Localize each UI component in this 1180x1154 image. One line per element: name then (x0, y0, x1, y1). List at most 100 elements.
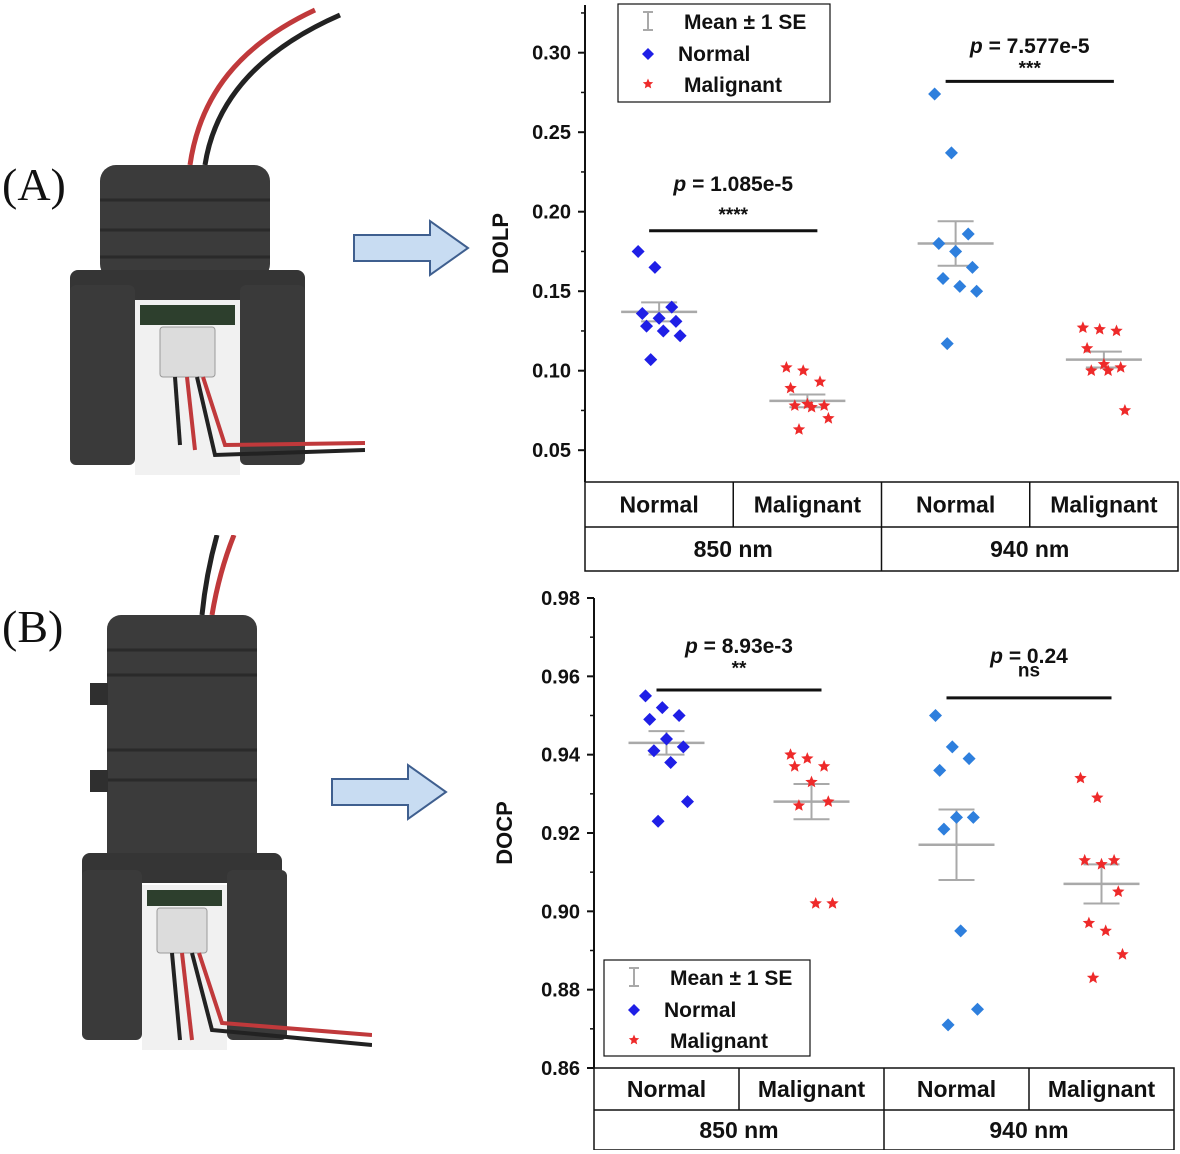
panel-label-b: (B) (2, 601, 64, 652)
data-point-malignant (780, 361, 793, 373)
y-tick-label: 0.88 (541, 980, 580, 1002)
category-label: Normal (627, 1076, 706, 1102)
data-point-malignant (826, 897, 839, 909)
data-point-normal (936, 271, 950, 285)
data-point-normal (651, 814, 665, 828)
wavelength-label: 850 nm (699, 1117, 778, 1143)
data-point-normal (644, 353, 658, 367)
data-point-normal (648, 260, 662, 274)
data-point-normal (664, 756, 678, 769)
data-point-malignant (792, 423, 806, 435)
data-point-malignant (1101, 364, 1115, 376)
wavelength-label: 940 nm (990, 536, 1069, 562)
data-point-normal (933, 763, 947, 777)
data-point-normal (681, 795, 694, 809)
data-point-normal (950, 810, 963, 824)
legend-malignant-symbol (628, 1034, 640, 1045)
p-value-label: p = 8.93e-3 (684, 635, 793, 658)
category-label: Normal (917, 1076, 996, 1102)
data-point-malignant (788, 399, 801, 411)
data-point-malignant (1080, 341, 1094, 354)
wavelength-label: 940 nm (989, 1117, 1068, 1143)
data-point-normal (937, 822, 951, 836)
data-point-normal (660, 732, 673, 746)
panel-label-a: (A) (2, 159, 66, 210)
data-point-malignant (1095, 857, 1108, 870)
p-symbol: p (969, 35, 983, 58)
y-tick-label: 0.94 (541, 745, 581, 767)
data-point-malignant (1118, 404, 1132, 416)
data-point-malignant (1074, 771, 1087, 784)
data-point-malignant (1093, 322, 1106, 335)
data-point-normal (971, 1002, 984, 1016)
p-value-label: p = 0.24 (989, 645, 1068, 668)
data-point-malignant (809, 897, 822, 909)
arrow-b (331, 763, 448, 821)
data-point-malignant (784, 748, 797, 760)
data-point-normal (676, 740, 690, 754)
p-symbol: p (684, 635, 698, 658)
y-tick-label: 0.96 (541, 666, 580, 688)
data-point-malignant (1082, 916, 1096, 929)
legend-malignant-label: Malignant (670, 1030, 768, 1053)
data-point-normal (655, 701, 669, 715)
data-point-normal (945, 740, 959, 754)
data-point-normal (962, 752, 976, 766)
data-point-normal (944, 146, 958, 160)
data-point-malignant (1078, 853, 1091, 866)
data-point-normal (665, 300, 679, 314)
data-point-malignant (1110, 324, 1123, 337)
y-axis-label: DOCP (492, 801, 517, 865)
data-point-normal (672, 709, 686, 722)
y-tick-label: 0.25 (532, 122, 571, 144)
data-point-normal (932, 237, 946, 250)
category-label: Malignant (758, 1076, 866, 1102)
data-point-normal (929, 709, 942, 722)
data-point-malignant (1086, 971, 1100, 984)
data-point-normal (965, 260, 979, 274)
device-photo-b (82, 535, 372, 1050)
data-point-malignant (1107, 853, 1121, 866)
data-point-normal (643, 712, 657, 726)
significance-stars: **** (718, 205, 748, 226)
legend-malignant-label: Malignant (684, 74, 782, 97)
p-value: = 0.24 (1003, 645, 1068, 668)
data-point-malignant (784, 381, 797, 394)
data-point-normal (656, 324, 670, 338)
data-point-normal (949, 244, 963, 258)
category-label: Malignant (1048, 1076, 1156, 1102)
y-tick-label: 0.05 (532, 440, 571, 462)
p-value-label: p = 7.577e-5 (969, 35, 1090, 58)
legend-box (603, 959, 811, 1057)
y-tick-label: 0.20 (532, 202, 571, 224)
y-tick-label: 0.15 (532, 281, 571, 303)
data-point-malignant (792, 799, 806, 811)
data-point-normal (953, 279, 967, 293)
data-point-normal (928, 87, 942, 101)
data-point-normal (954, 924, 968, 938)
legend-normal-symbol (628, 1004, 640, 1016)
significance-stars: *** (1019, 59, 1042, 80)
arrow-a (353, 219, 470, 277)
data-point-malignant (818, 399, 831, 411)
data-point-malignant (1114, 361, 1127, 373)
p-value: = 8.93e-3 (698, 635, 793, 658)
data-point-normal (966, 810, 980, 824)
p-symbol: p (989, 645, 1003, 668)
legend-normal-label: Normal (664, 999, 736, 1022)
y-tick-label: 0.30 (532, 43, 571, 65)
data-point-normal (970, 284, 984, 298)
device-photo-a (70, 7, 365, 475)
legend-mean-label: Mean ± 1 SE (684, 11, 806, 34)
data-point-malignant (1116, 947, 1129, 960)
data-point-malignant (1112, 885, 1125, 897)
data-point-malignant (797, 364, 810, 376)
data-point-malignant (1097, 357, 1111, 370)
p-symbol: p (672, 173, 686, 196)
y-axis-label: DOLP (490, 213, 513, 274)
legend-normal-label: Normal (678, 43, 750, 66)
legend-normal-symbol (642, 48, 654, 60)
data-point-normal (961, 227, 975, 241)
